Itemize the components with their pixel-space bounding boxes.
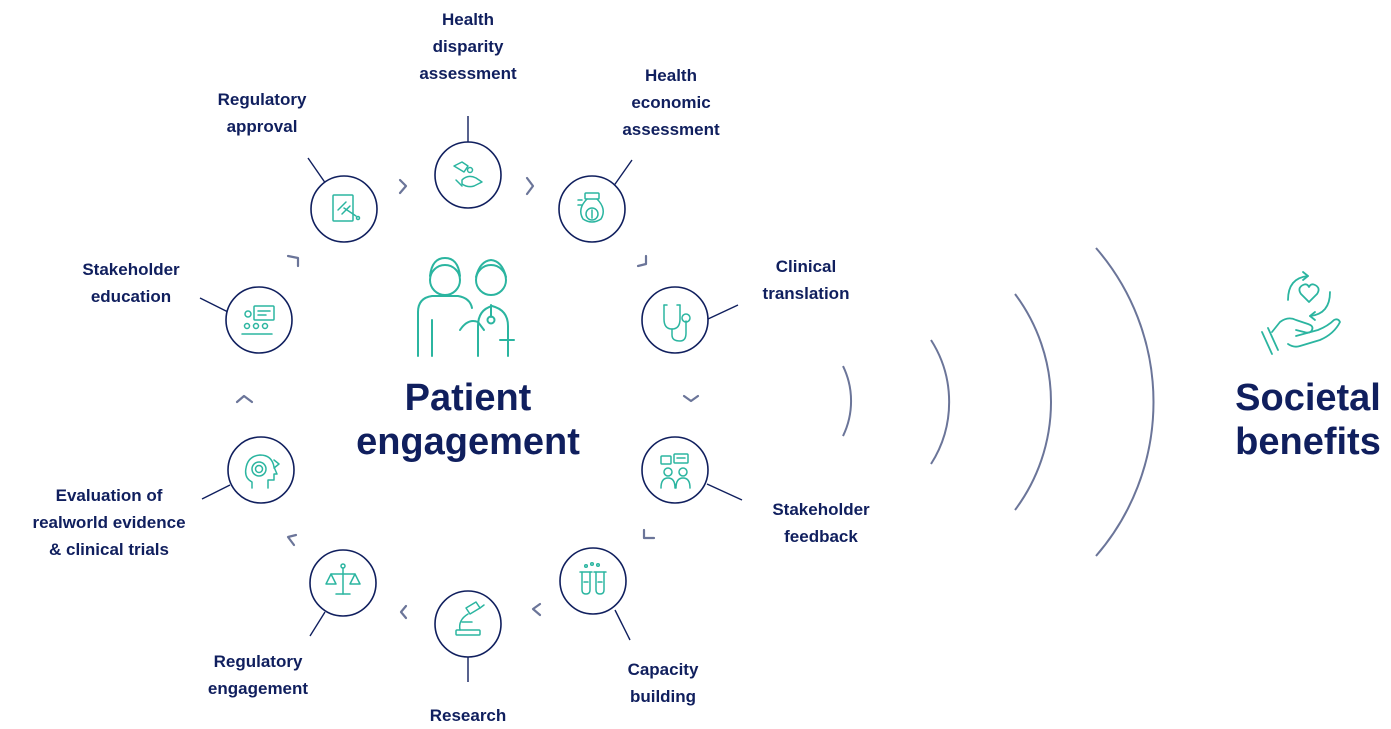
hand-heart-icon bbox=[1261, 271, 1341, 355]
stethoscope-icon bbox=[663, 304, 691, 342]
step-circle-clinical-translation bbox=[641, 286, 709, 354]
head-spiral-icon bbox=[244, 454, 280, 489]
step-label-health-disparity: Health disparity assessment bbox=[419, 10, 517, 83]
center-title: Patient engagement bbox=[356, 377, 580, 463]
step-circle-capacity-building bbox=[559, 547, 627, 615]
money-bag-icon bbox=[577, 192, 604, 223]
leader-lines bbox=[199, 116, 743, 682]
chevron-icon bbox=[525, 176, 535, 196]
patient-doctor-illustration bbox=[417, 257, 515, 357]
scales-icon bbox=[325, 563, 361, 595]
step-label-stakeholder-education: Stakeholder education bbox=[82, 260, 180, 306]
step-circle-research bbox=[434, 590, 502, 658]
step-circle-regulatory-approval bbox=[310, 175, 378, 243]
chevron-icon bbox=[235, 394, 254, 404]
step-circle-evaluation bbox=[227, 436, 295, 504]
step-label-regulatory-approval: Regulatory approval bbox=[217, 90, 307, 136]
chevron-icon bbox=[531, 602, 542, 617]
chevron-icon bbox=[642, 528, 656, 540]
chevron-icon bbox=[636, 254, 648, 268]
test-tubes-icon bbox=[579, 561, 607, 595]
step-label-capacity-building: Capacity building bbox=[627, 660, 699, 706]
feedback-icon bbox=[660, 453, 691, 489]
chevron-icon bbox=[286, 254, 300, 268]
chevron-icon bbox=[398, 178, 408, 195]
chevron-icon bbox=[399, 604, 408, 620]
step-circle-stakeholder-feedback bbox=[641, 436, 709, 504]
gavel-icon bbox=[332, 194, 361, 222]
outward-arcs bbox=[842, 247, 1155, 557]
outcome-title: Societal benefits bbox=[1235, 377, 1381, 463]
step-label-health-economic: Health economic assessment bbox=[622, 66, 720, 139]
presentation-icon bbox=[241, 305, 275, 335]
step-label-stakeholder-feedback: Stakeholder feedback bbox=[772, 500, 870, 546]
step-circle-health-disparity bbox=[434, 141, 502, 209]
step-label-clinical-translation: Clinical translation bbox=[762, 257, 850, 303]
disparity-icon bbox=[453, 161, 483, 188]
step-label-regulatory-engagement: Regulatory engagement bbox=[207, 652, 309, 698]
microscope-icon bbox=[455, 601, 485, 636]
chevron-icon bbox=[286, 533, 298, 547]
step-label-research: Research bbox=[429, 706, 507, 725]
step-circle-health-economic bbox=[558, 175, 626, 243]
step-label-evaluation: Evaluation of realworld evidence & clini… bbox=[32, 486, 186, 559]
chevron-icon bbox=[682, 394, 700, 403]
